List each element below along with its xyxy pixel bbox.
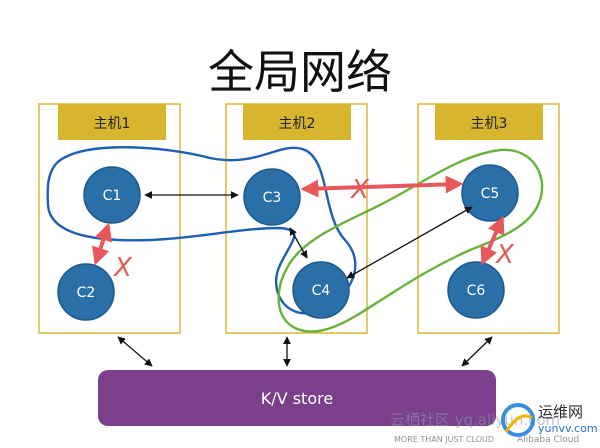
blocked-mark-c3-c5: X: [349, 175, 370, 205]
host-2-label: 主机2: [279, 116, 316, 132]
container-c3-label: C3: [263, 190, 282, 206]
link-c4-c5: [346, 206, 473, 279]
watermark-tagline: MORE THAN JUST CLOUD: [394, 435, 494, 444]
host-2: 主机2: [225, 103, 368, 334]
container-c5: C5: [461, 164, 519, 222]
watermark-right-cn: 运维网: [538, 403, 583, 421]
link-host3-store: [461, 336, 493, 367]
blocked-link-c5-c6: [480, 215, 505, 266]
blocked-link-c1-c2: [92, 222, 112, 266]
host-3-label: 主机3: [471, 116, 508, 132]
logo-ring-icon: [501, 403, 535, 437]
container-c6-label: C6: [467, 283, 486, 299]
logo-swoosh-icon: [504, 414, 533, 433]
container-c2: C2: [57, 263, 115, 321]
host-1: 主机1: [38, 103, 181, 334]
watermark-url: yunvv.com: [538, 422, 598, 435]
container-c2-label: C2: [77, 285, 96, 301]
container-c4: C4: [292, 261, 350, 319]
watermark-left-cn: 云栖社区 yq.aliyun.com: [390, 411, 560, 429]
link-c3-c4: [289, 227, 308, 259]
container-c4-label: C4: [312, 283, 331, 299]
host-3: 主机3: [417, 103, 560, 334]
kv-store-label: K/V store: [261, 389, 333, 408]
container-c6: C6: [447, 261, 505, 319]
page-title: 全局网络: [208, 45, 392, 99]
blocked-link-c3-c5: [300, 175, 464, 198]
watermark-logo: 运维网 yunvv.com: [501, 403, 598, 437]
link-host1-store: [117, 336, 153, 367]
watermark: 云栖社区 yq.aliyun.com MORE THAN JUST CLOUD …: [390, 411, 579, 445]
kv-store: K/V store: [98, 370, 496, 426]
container-c1: C1: [83, 166, 141, 224]
green-network-outline: [277, 148, 544, 333]
container-c1-label: C1: [103, 188, 122, 204]
container-c5-label: C5: [481, 186, 500, 202]
watermark-brand: Alibaba Cloud: [517, 435, 579, 445]
host-1-label: 主机1: [94, 116, 131, 132]
blocked-mark-c5-c6: X: [494, 240, 515, 270]
blocked-mark-c1-c2: X: [112, 253, 133, 283]
container-c3: C3: [243, 168, 301, 226]
